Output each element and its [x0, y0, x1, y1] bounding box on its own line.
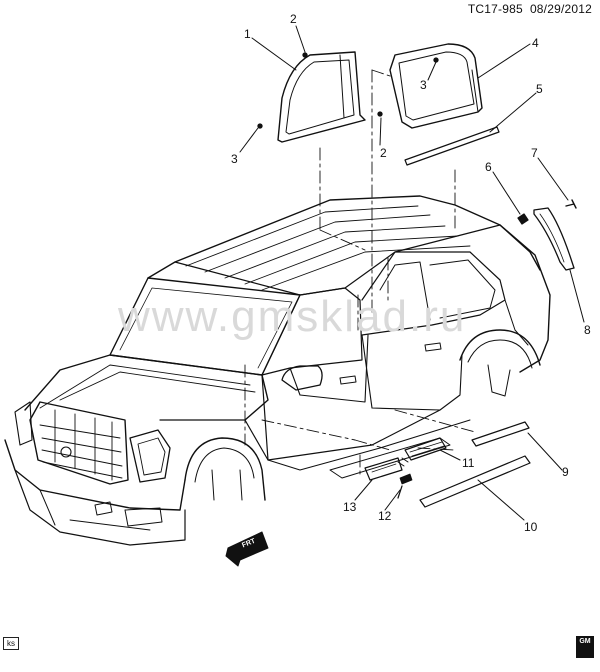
callout-10: 10: [524, 520, 538, 534]
frt-arrow-icon: [225, 531, 269, 567]
step-pad-rear: [397, 437, 447, 467]
rear-door-window-frame: [389, 43, 483, 129]
lower-molding-upper: [471, 421, 530, 447]
gm-logo-icon: GM: [576, 636, 594, 658]
callout-13: 13: [343, 500, 357, 514]
gm-logo-text: GM: [579, 638, 591, 645]
front-door-window-frame: [277, 51, 366, 143]
belt-molding-strip: [404, 126, 500, 166]
callout-11: 11: [462, 456, 475, 470]
callout-2: 2: [380, 146, 387, 160]
header-date: 08/29/2012: [529, 2, 592, 16]
screw-part: [565, 199, 577, 209]
callout-9: 9: [562, 465, 569, 479]
callout-7: 7: [531, 146, 538, 160]
footer-code: ks: [3, 637, 19, 650]
callout-2: 2: [290, 12, 297, 26]
callout-8: 8: [584, 323, 591, 337]
callout-6: 6: [485, 160, 492, 174]
callout-leaders: [239, 25, 585, 521]
diagram-header: TC17-985 08/29/2012: [468, 2, 592, 16]
vehicle-body: [4, 195, 551, 546]
callout-1: 1: [244, 27, 251, 41]
callout-12: 12: [378, 509, 392, 523]
lower-molding-lower: [419, 455, 531, 508]
clip-fasteners: [257, 52, 439, 129]
header-code: TC17-985: [467, 2, 523, 16]
callout-4: 4: [532, 36, 539, 50]
leader-dashes: [244, 69, 476, 476]
callout-3: 3: [420, 78, 427, 92]
callout-5: 5: [536, 82, 543, 96]
step-pad-front: [364, 457, 403, 481]
callout-3: 3: [231, 152, 238, 166]
step-fastener: [397, 473, 413, 499]
pillar-applique: [533, 207, 575, 271]
clip-part: [517, 213, 529, 225]
